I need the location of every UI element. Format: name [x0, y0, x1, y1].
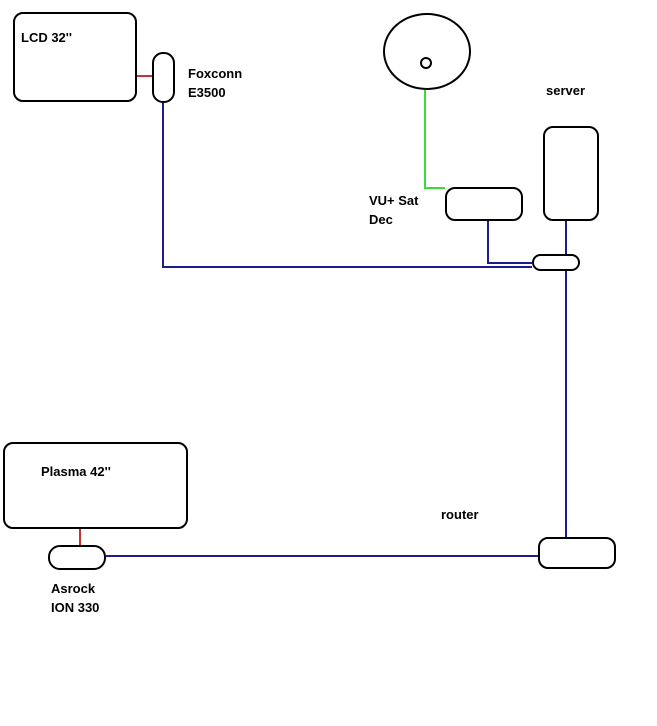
node-lcd-tv: LCD 32'': [13, 12, 137, 102]
node-server-label: server: [546, 83, 586, 98]
av-cable-lcd-to-foxconn: [137, 75, 152, 77]
node-foxconn-e3500-label: Foxconn E3500: [188, 66, 243, 100]
satellite-dish-feed-icon: [420, 57, 432, 69]
eth-cable-switch-to-router: [565, 271, 567, 537]
eth-cable-foxconn-to-switch: [162, 266, 532, 268]
node-plasma-tv-label: Plasma 42'': [41, 464, 111, 479]
eth-cable-asrock-to-router: [106, 555, 538, 557]
node-asrock-ion330-label: Asrock ION 330: [51, 581, 100, 615]
av-cable-plasma-to-asrock: [79, 529, 81, 545]
node-lcd-tv-label: LCD 32'': [21, 30, 72, 45]
sat-cable-dish-to-vu: [424, 187, 445, 189]
node-router-label: router: [441, 507, 479, 522]
node-vu-sat-decoder: [445, 187, 523, 221]
node-plasma-tv: Plasma 42'': [3, 442, 188, 529]
node-server: [543, 126, 599, 221]
eth-cable-foxconn-vertical: [162, 103, 164, 268]
node-router: [538, 537, 616, 569]
eth-cable-vu-vertical: [487, 221, 489, 264]
satellite-dish-icon: [383, 13, 471, 90]
node-asrock-ion330: [48, 545, 106, 570]
sat-cable-dish-vertical: [424, 89, 426, 189]
eth-cable-vu-to-switch: [487, 262, 532, 264]
node-foxconn-e3500: [152, 52, 175, 103]
node-vu-sat-decoder-label: VU+ Sat Dec: [369, 193, 419, 227]
eth-cable-server-to-switch: [565, 221, 567, 254]
node-switch: [532, 254, 580, 271]
